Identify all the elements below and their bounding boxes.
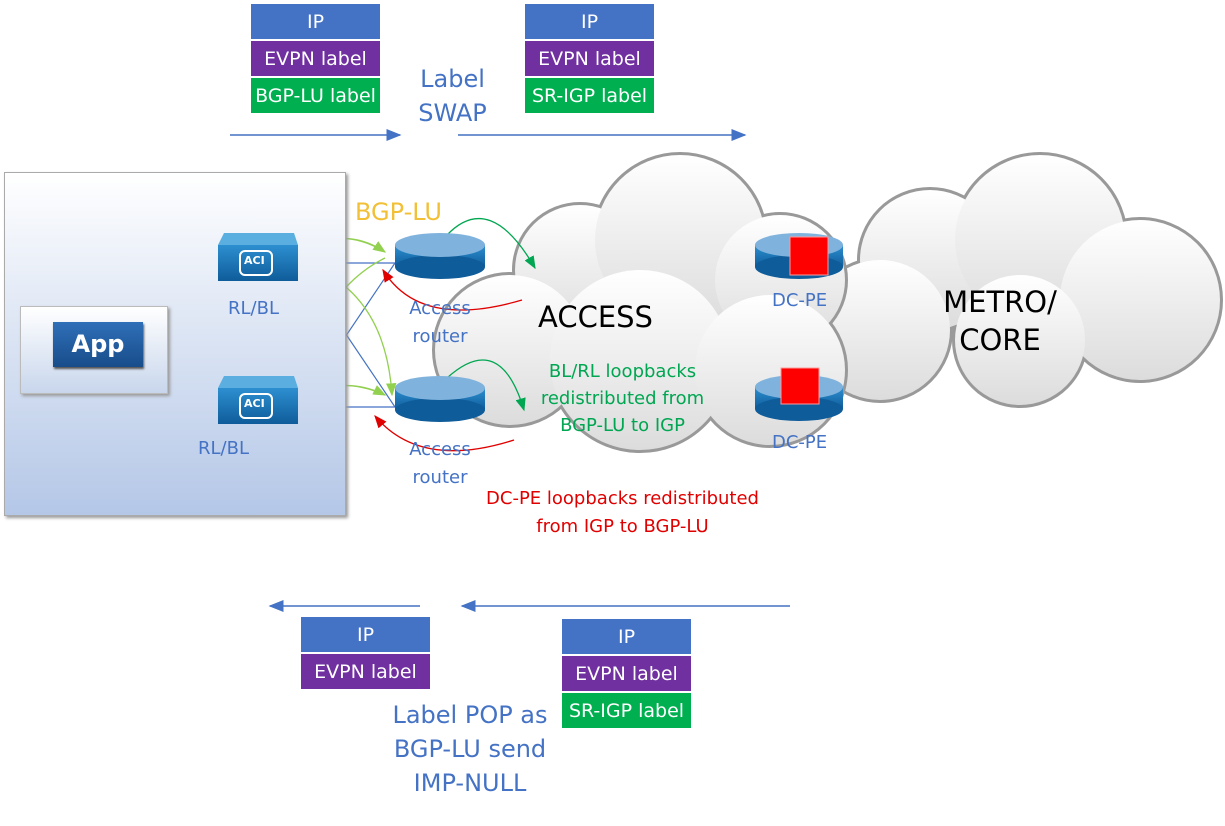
text-line: router — [412, 467, 468, 488]
text-line: IMP-NULL — [413, 769, 527, 797]
access-router-label: Access router — [400, 295, 480, 351]
text-line: router — [412, 326, 468, 347]
ip-label: IP — [561, 618, 692, 655]
evpn-label: EVPN label — [250, 40, 381, 77]
text-line: SWAP — [418, 99, 487, 127]
dc-pe-redistribution-note: DC-PE loopbacks redistributed from IGP to… — [470, 485, 775, 541]
sr-igp-label: SR-IGP label — [561, 692, 692, 729]
sr-igp-label: SR-IGP label — [524, 77, 655, 114]
aci-label: ACI — [244, 397, 265, 410]
text-line: from IGP to BGP-LU — [536, 516, 709, 537]
ip-label: IP — [250, 3, 381, 40]
bottom-left-label-stack: IP EVPN label — [300, 616, 431, 690]
app-block: App — [53, 322, 143, 367]
rl-bl-label: RL/BL — [198, 438, 249, 459]
access-cloud-label: ACCESS — [538, 300, 653, 334]
text-line: BL/RL loopbacks — [548, 361, 697, 382]
top-right-label-stack: IP EVPN label SR-IGP label — [524, 3, 655, 114]
text-line: BGP-LU send — [393, 735, 547, 763]
bgp-lu-title: BGP-LU — [355, 198, 442, 226]
top-left-label-stack: IP EVPN label BGP-LU label — [250, 3, 381, 114]
bottom-right-label-stack: IP EVPN label SR-IGP label — [561, 618, 692, 729]
text-line: Access — [409, 439, 471, 460]
text-line: CORE — [959, 323, 1041, 357]
text-line: Label — [420, 65, 485, 93]
evpn-label: EVPN label — [524, 40, 655, 77]
dc-pe-label: DC-PE — [772, 432, 828, 453]
text-line: DC-PE loopbacks redistributed — [486, 488, 759, 509]
access-router-label: Access router — [400, 436, 480, 492]
ip-label: IP — [524, 3, 655, 40]
evpn-label: EVPN label — [300, 653, 431, 690]
text-line: Label POP as — [392, 701, 548, 729]
text-line: Access — [409, 298, 471, 319]
metro-core-label: METRO/CORE — [930, 283, 1070, 359]
rl-bl-label: RL/BL — [228, 298, 279, 319]
text-line: METRO/ — [943, 285, 1057, 319]
bgp-lu-label: BGP-LU label — [250, 77, 381, 114]
text-line: redistributed from — [540, 388, 705, 409]
evpn-label: EVPN label — [561, 655, 692, 692]
aci-label: ACI — [244, 254, 265, 267]
text-line: BGP-LU to IGP — [560, 415, 685, 436]
ip-label: IP — [300, 616, 431, 653]
dc-pe-label: DC-PE — [772, 290, 828, 311]
